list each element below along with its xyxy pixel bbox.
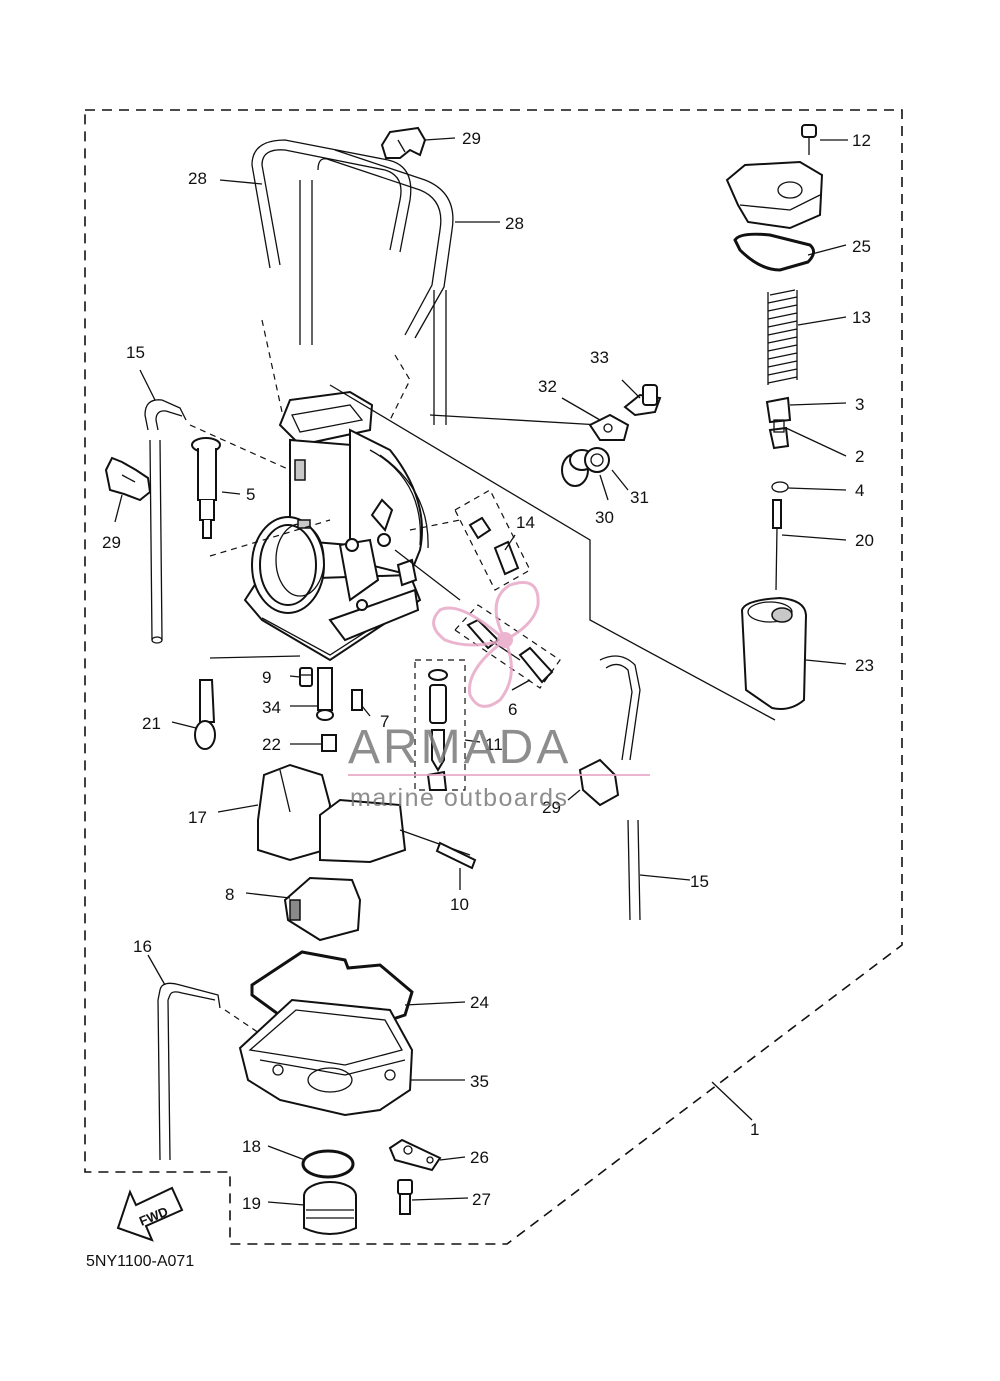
- callout-30: 30: [595, 508, 614, 527]
- callout-labels: 29 28 28 12 25 13 3 2 4 20 23 15 29 5 33…: [102, 129, 874, 1213]
- callout-20: 20: [855, 531, 874, 550]
- carburetor-body: [243, 390, 429, 662]
- baffle-8: [283, 876, 362, 942]
- fuel-tube-15-right: [599, 655, 641, 921]
- propeller-icon: [432, 581, 540, 708]
- seal-25: [733, 232, 815, 272]
- callout-15-right: 15: [690, 872, 709, 891]
- callout-12: 12: [852, 131, 871, 150]
- fitting-31: [584, 447, 610, 473]
- callout-17: 17: [188, 808, 207, 827]
- throttle-valve-23: [740, 596, 808, 710]
- float-17: [257, 763, 471, 864]
- callout-4: 4: [855, 481, 864, 500]
- needle-jet-34: [316, 667, 334, 721]
- callout-19: 19: [242, 1194, 261, 1213]
- reference-code: 5NY1100-A071: [86, 1253, 194, 1270]
- watermark-brand: ARMADA: [348, 721, 571, 774]
- callout-29-top: 29: [462, 129, 481, 148]
- overflow-tube-16: [157, 982, 221, 1161]
- callout-16: 16: [133, 937, 152, 956]
- callout-18: 18: [242, 1137, 261, 1156]
- washer-32: [588, 413, 630, 441]
- callout-26: 26: [470, 1148, 489, 1167]
- screw-33: [623, 384, 662, 417]
- hose-clip-29-top: [380, 126, 427, 159]
- vent-tube-28-left: [251, 139, 412, 345]
- jet-needle-20: [772, 499, 782, 591]
- watermark-logo: ARMADA marine outboards: [348, 581, 650, 812]
- callout-23: 23: [855, 656, 874, 675]
- fuel-tube-15-left: [144, 399, 187, 644]
- callout-10: 10: [450, 895, 469, 914]
- callout-33: 33: [590, 348, 609, 367]
- callout-35: 35: [470, 1072, 489, 1091]
- callout-21: 21: [142, 714, 161, 733]
- needle-holder-2: [768, 419, 790, 450]
- callout-29-right: 29: [542, 798, 561, 817]
- hose-clip-29-left: [104, 456, 152, 502]
- callout-1: 1: [750, 1120, 759, 1139]
- callout-27: 27: [472, 1190, 491, 1209]
- callout-14: 14: [516, 513, 535, 532]
- callout-28-right: 28: [505, 214, 524, 233]
- pilot-jet-7: [351, 689, 363, 711]
- throttle-screw-21: [194, 679, 216, 750]
- callout-6: 6: [508, 700, 517, 719]
- pilot-screw-kit-14: [454, 489, 531, 591]
- callout-5: 5: [246, 485, 255, 504]
- hose-clip-29-right: [578, 758, 620, 807]
- needle-valve-6: [454, 604, 561, 689]
- callout-8: 8: [225, 885, 234, 904]
- float-pin-10: [435, 841, 477, 870]
- callout-34: 34: [262, 698, 281, 717]
- callout-24: 24: [470, 993, 489, 1012]
- drain-plug-19: [303, 1181, 357, 1235]
- bracket-26: [388, 1138, 442, 1172]
- callout-31: 31: [630, 488, 649, 507]
- vent-tube-28-right: [317, 149, 454, 425]
- assembly-boundary: [84, 109, 903, 1245]
- jet-22: [321, 734, 337, 752]
- fwd-arrow-icon: FWD: [116, 1186, 184, 1242]
- callout-32: 32: [538, 377, 557, 396]
- callout-7: 7: [380, 712, 389, 731]
- spring-13: [767, 289, 798, 385]
- callout-3: 3: [855, 395, 864, 414]
- callout-13: 13: [852, 308, 871, 327]
- screw-27: [397, 1179, 413, 1215]
- cap-12: [725, 160, 824, 230]
- callout-22: 22: [262, 735, 281, 754]
- spring-seat-3: [765, 396, 792, 424]
- o-ring-18: [301, 1149, 355, 1179]
- starter-plunger-5: [191, 437, 221, 539]
- float-bowl-35: [238, 998, 414, 1117]
- float-valve-11: [414, 659, 466, 791]
- callout-28-left: 28: [188, 169, 207, 188]
- leader-lines: [114, 137, 848, 1206]
- clip-4: [771, 481, 789, 493]
- callout-9: 9: [262, 668, 271, 687]
- screw-12: [801, 124, 817, 155]
- watermark-tagline: marine outboards: [350, 784, 569, 812]
- callout-29-left: 29: [102, 533, 121, 552]
- callout-11: 11: [485, 735, 503, 754]
- main-jet-9: [299, 667, 313, 687]
- callout-2: 2: [855, 447, 864, 466]
- callout-25: 25: [852, 237, 871, 256]
- callout-15-left: 15: [126, 343, 145, 362]
